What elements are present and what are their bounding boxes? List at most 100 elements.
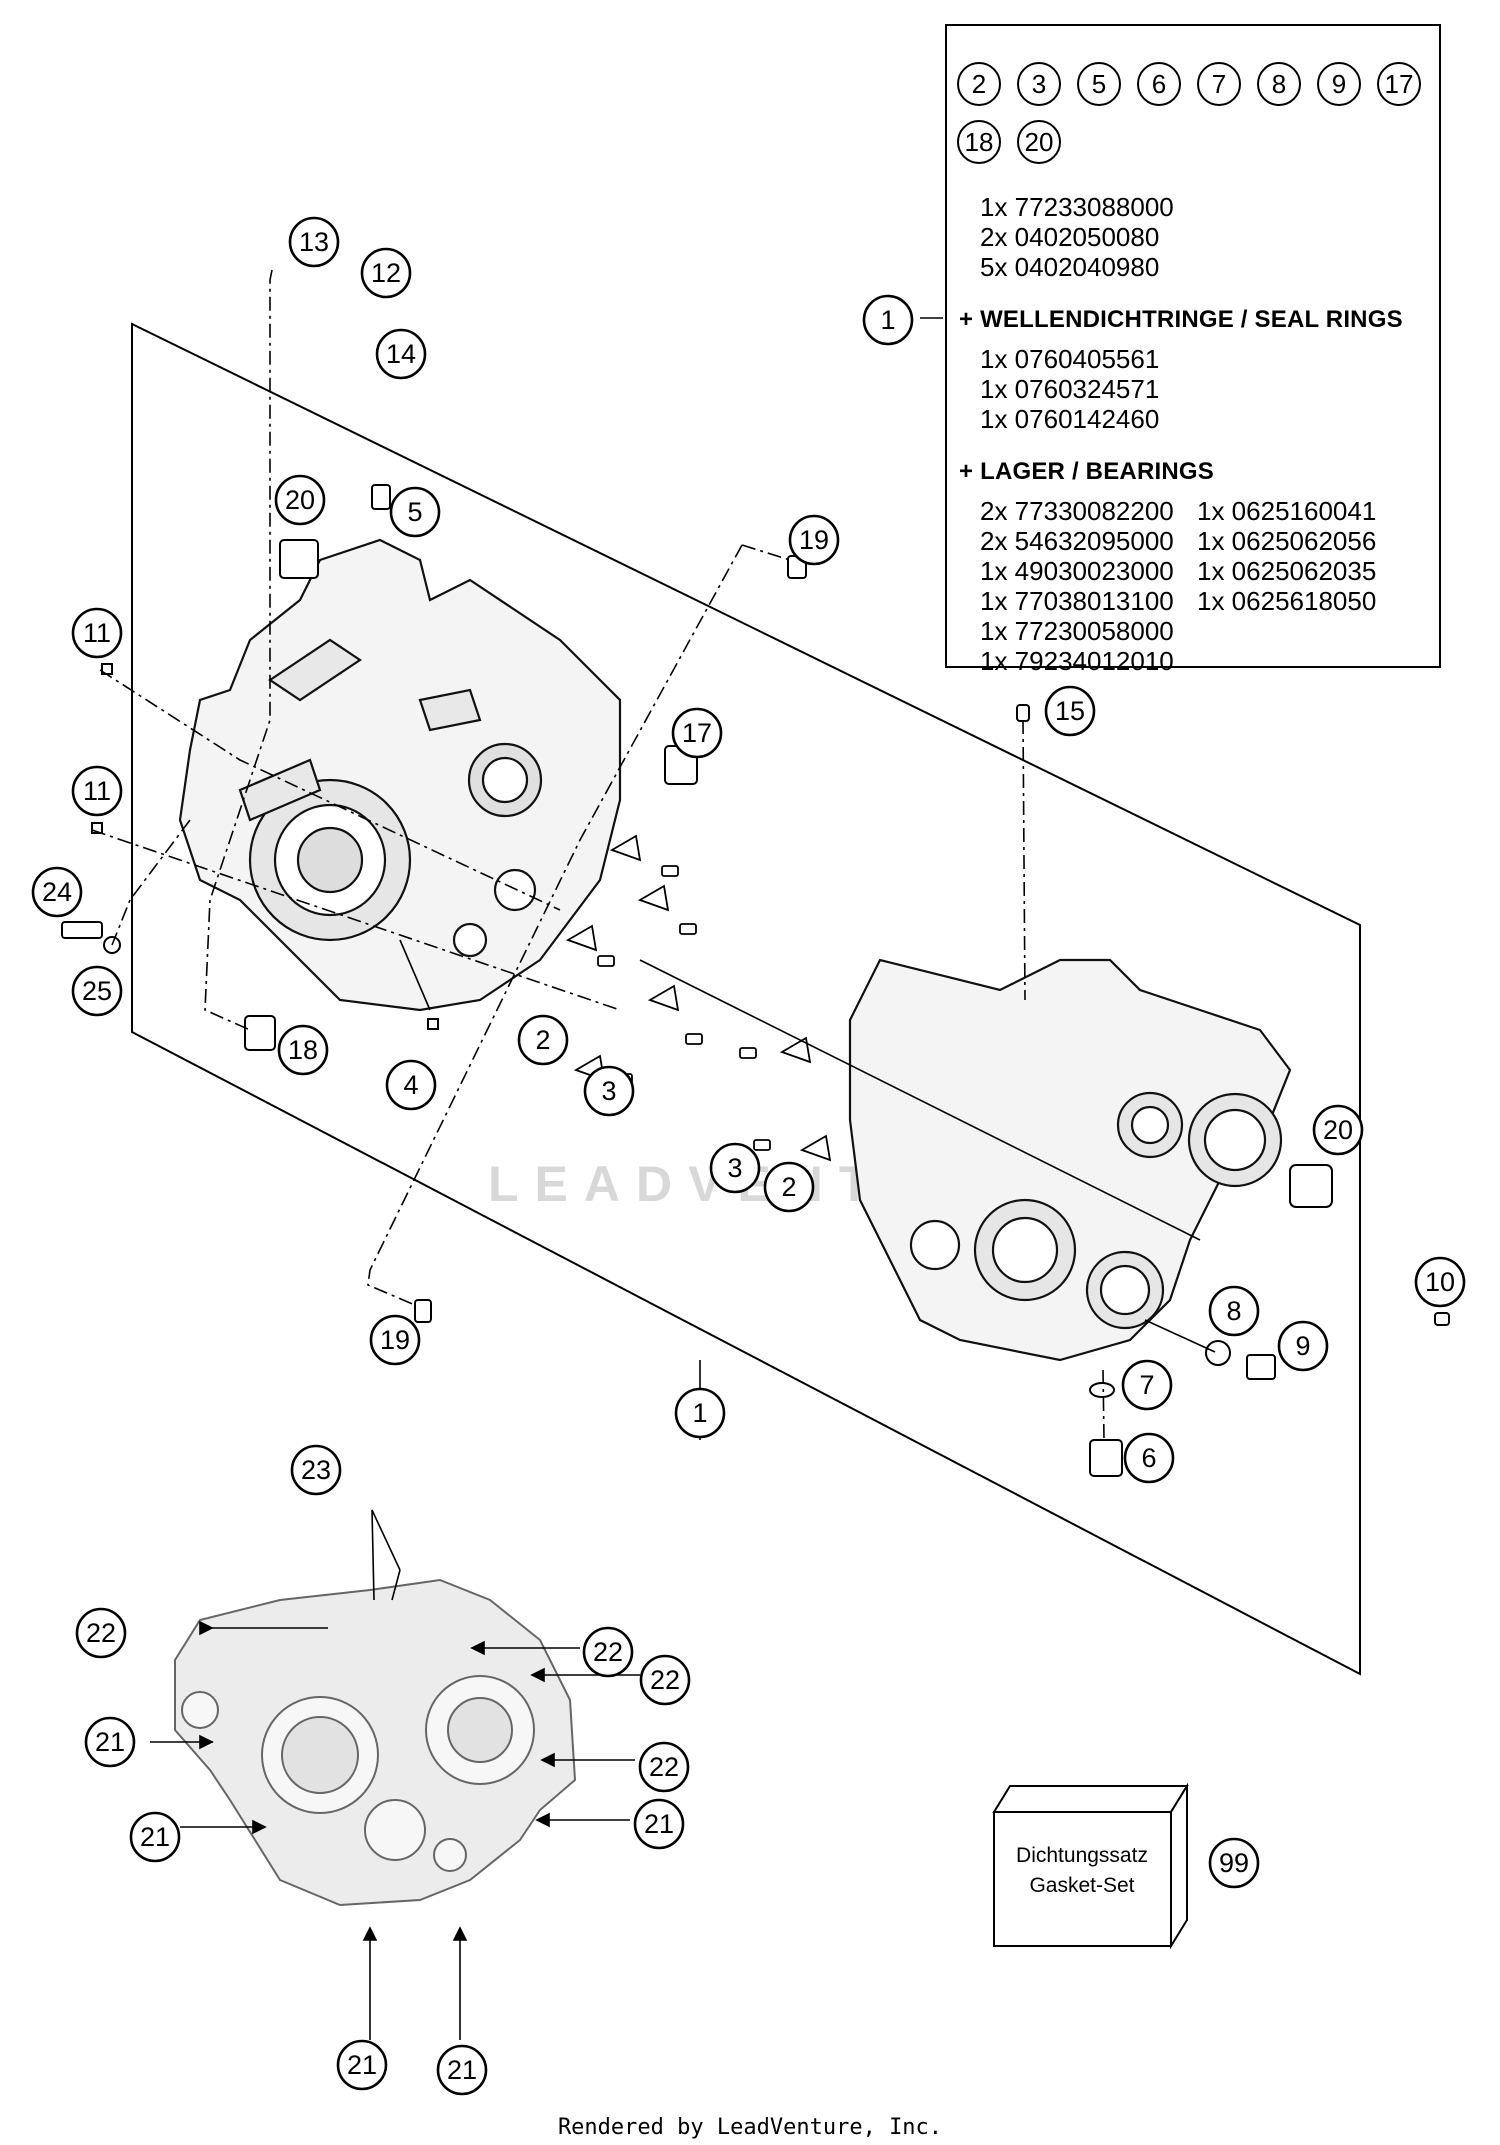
callout-21-lower-left: 21: [129, 1811, 181, 1863]
callout-21-left: 21: [84, 1716, 136, 1768]
bearing-part: 2x 54632095000: [980, 526, 1174, 556]
bearing-part: 1x 77230058000: [980, 616, 1174, 646]
right-crankcase-half: [848, 958, 1292, 1362]
callout-label: 24: [42, 877, 72, 907]
kit-circle: 7: [1197, 62, 1241, 106]
callout-11-bottom: 11: [71, 765, 123, 817]
callout-label: 5: [407, 497, 422, 527]
callout-5: 5: [389, 486, 441, 538]
callout-label: 8: [1226, 1296, 1241, 1326]
footer-credit: Rendered by LeadVenture, Inc.: [557, 2115, 943, 2140]
callout-label: 9: [1295, 1331, 1310, 1361]
kit-circle: 20: [1017, 120, 1061, 164]
callout-3-left: 3: [583, 1065, 635, 1117]
callout-12: 12: [360, 247, 412, 299]
callout-label: 99: [1219, 1848, 1249, 1878]
small-parts: [61, 484, 1450, 1477]
callout-25: 25: [71, 965, 123, 1017]
callout-21-right: 21: [633, 1798, 685, 1850]
gasket-label-de: Dichtungssatz: [1016, 1844, 1148, 1867]
callout-label: 21: [95, 1727, 125, 1757]
crankcase-bottom-view: [174, 1578, 577, 1907]
callout-9: 9: [1277, 1320, 1329, 1372]
callout-11-top: 11: [71, 607, 123, 659]
kit-base-part: 1x 77233088000: [980, 192, 1174, 222]
callout-label: 21: [644, 1809, 674, 1839]
callout-label: 22: [650, 1665, 680, 1695]
callout-label: 13: [299, 227, 329, 257]
callout-label: 20: [285, 485, 315, 515]
callout-label: 10: [1425, 1267, 1455, 1297]
callout-label: 17: [682, 718, 712, 748]
callout-label: 18: [288, 1035, 318, 1065]
callout-label: 22: [593, 1637, 623, 1667]
kit-circle: 18: [957, 120, 1001, 164]
callout-label: 1: [692, 1398, 707, 1428]
callout-7: 7: [1121, 1359, 1173, 1411]
callout-label: 7: [1139, 1370, 1154, 1400]
callout-22-left: 22: [75, 1607, 127, 1659]
kit-base-part: 5x 0402040980: [980, 252, 1160, 282]
callout-label: 25: [82, 976, 112, 1006]
leader-lines: [91, 269, 1216, 2040]
callout-label: 11: [83, 776, 111, 806]
gasket-set-box: Dichtungssatz Gasket-Set: [992, 1782, 1189, 1950]
left-crankcase-half: [178, 538, 622, 1012]
callout-18: 18: [277, 1024, 329, 1076]
callout-label: 21: [140, 1822, 170, 1852]
callout-1-kit: 1: [862, 294, 914, 346]
callout-3-right: 3: [709, 1142, 761, 1194]
callout-1-main: 1: [674, 1387, 726, 1439]
seal-rings-heading: + WELLENDICHTRINGE / SEAL RINGS: [959, 306, 1403, 333]
callout-23: 23: [290, 1444, 342, 1496]
bearing-part: 2x 77330082200: [980, 496, 1174, 526]
kit-circle: 17: [1377, 62, 1421, 106]
kit-circle: 2: [957, 62, 1001, 106]
callout-label: 19: [380, 1325, 410, 1355]
seal-part: 1x 0760324571: [980, 374, 1160, 404]
callout-label: 3: [727, 1153, 742, 1183]
assembly-outline: [131, 322, 1361, 1676]
callout-label: 11: [83, 618, 111, 648]
callout-22-right: 22: [639, 1654, 691, 1706]
bearing-part: 1x 49030023000: [980, 556, 1174, 586]
bearing-part: 1x 0625160041: [1197, 496, 1377, 526]
callout-4: 4: [385, 1059, 437, 1111]
callout-label: 21: [447, 2055, 477, 2085]
callout-label: 22: [86, 1618, 116, 1648]
callout-label: 2: [781, 1172, 796, 1202]
bearing-part: 1x 0625618050: [1197, 586, 1377, 616]
bearing-part: 1x 0625062056: [1197, 526, 1377, 556]
callout-6: 6: [1123, 1432, 1175, 1484]
kit-circle: 3: [1017, 62, 1061, 106]
callout-17: 17: [671, 707, 723, 759]
callout-24: 24: [31, 866, 83, 918]
bolts-and-tabs: [565, 834, 832, 1162]
callout-15: 15: [1044, 685, 1096, 737]
kit-circle: 8: [1257, 62, 1301, 106]
callout-99: 99: [1208, 1837, 1260, 1889]
seal-part: 1x 0760142460: [980, 404, 1160, 434]
callout-14: 14: [375, 328, 427, 380]
callout-21-bottom-b: 21: [436, 2044, 488, 2096]
callout-2-right: 2: [763, 1161, 815, 1213]
bearing-part: 1x 0625062035: [1197, 556, 1377, 586]
kit-circle: 9: [1317, 62, 1361, 106]
callout-label: 20: [1323, 1115, 1353, 1145]
callout-20-left: 20: [274, 474, 326, 526]
callout-19-top: 19: [788, 514, 840, 566]
callout-22-lower-right: 22: [638, 1741, 690, 1793]
gasket-label-en: Gasket-Set: [1029, 1874, 1134, 1897]
callout-label: 21: [347, 2050, 377, 2080]
callout-label: 15: [1055, 696, 1085, 726]
callout-label: 4: [403, 1070, 418, 1100]
callout-21-bottom-a: 21: [336, 2039, 388, 2091]
callout-label: 19: [799, 525, 829, 555]
callout-label: 23: [301, 1455, 331, 1485]
callout-label: 22: [649, 1752, 679, 1782]
bearing-part: 1x 79234012010: [980, 646, 1174, 676]
kit-circle: 5: [1077, 62, 1121, 106]
callout-label: 1: [880, 305, 895, 335]
callout-8: 8: [1208, 1285, 1260, 1337]
